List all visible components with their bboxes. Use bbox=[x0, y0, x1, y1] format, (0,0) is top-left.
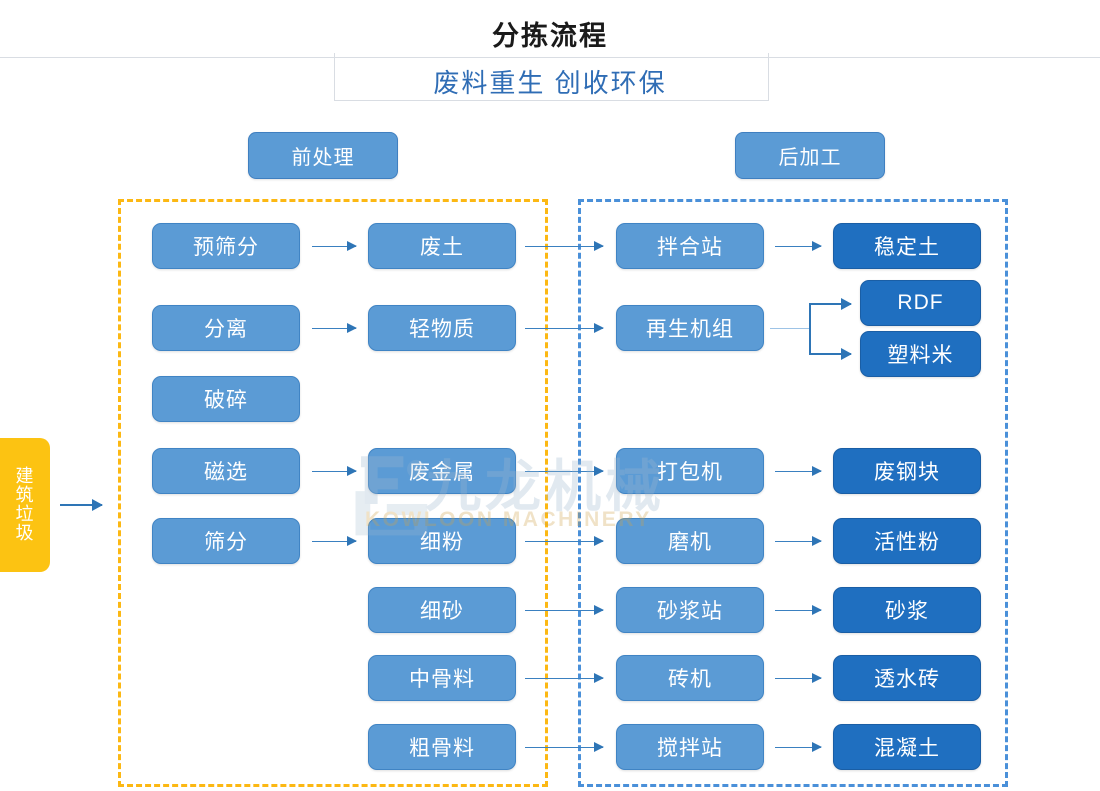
node-label: 再生机组 bbox=[646, 318, 734, 341]
node-mill[interactable]: 磨机 bbox=[616, 518, 764, 564]
arrow-separation-to-light-material bbox=[312, 323, 357, 333]
node-mortar[interactable]: 砂浆 bbox=[833, 587, 981, 633]
node-label: 分离 bbox=[204, 318, 248, 341]
arrow-mixing-station-to-stabilized-soil bbox=[775, 241, 822, 251]
node-label: 磨机 bbox=[668, 531, 712, 554]
arrow-recycling-unit-to-rdf bbox=[809, 298, 852, 310]
node-label: 废土 bbox=[420, 236, 464, 259]
arrow-fine-sand-to-mortar-station bbox=[525, 605, 604, 615]
page-subtitle: 废料重生 创收环保 bbox=[0, 63, 1100, 100]
arrow-light-material-to-recycling-unit bbox=[525, 323, 604, 333]
page-subtitle-text: 废料重生 创收环保 bbox=[419, 68, 681, 98]
stage-label-post-processing[interactable]: 后加工 bbox=[735, 132, 885, 179]
page-title: 分拣流程 bbox=[0, 14, 1100, 53]
arrow-recycling-unit-to-plastic-pellet bbox=[809, 348, 852, 360]
node-label: 拌合站 bbox=[657, 236, 723, 259]
node-label: 细粉 bbox=[420, 531, 464, 554]
node-label: RDF bbox=[897, 291, 944, 314]
node-rdf[interactable]: RDF bbox=[860, 280, 981, 326]
stage-label-pre-processing[interactable]: 前处理 bbox=[248, 132, 398, 179]
node-brick-machine[interactable]: 砖机 bbox=[616, 655, 764, 701]
node-label: 磁选 bbox=[204, 461, 248, 484]
arrow-baler-to-scrap-steel-block bbox=[775, 466, 822, 476]
arrow-mixing-plant-to-concrete bbox=[775, 742, 822, 752]
node-plastic-pellet[interactable]: 塑料米 bbox=[860, 331, 981, 377]
node-permeable-brick[interactable]: 透水砖 bbox=[833, 655, 981, 701]
node-label: 废钢块 bbox=[874, 461, 940, 484]
node-label: 预筛分 bbox=[193, 236, 259, 259]
node-label: 中骨料 bbox=[409, 668, 475, 691]
fork-vertical-recycling-unit bbox=[809, 303, 811, 353]
node-pre-screening[interactable]: 预筛分 bbox=[152, 223, 300, 269]
node-label: 活性粉 bbox=[874, 531, 940, 554]
node-separation[interactable]: 分离 bbox=[152, 305, 300, 351]
node-fine-powder[interactable]: 细粉 bbox=[368, 518, 516, 564]
node-label: 砖机 bbox=[668, 668, 712, 691]
node-medium-aggregate[interactable]: 中骨料 bbox=[368, 655, 516, 701]
node-screening[interactable]: 筛分 bbox=[152, 518, 300, 564]
input-node-label: 建筑垃圾 bbox=[15, 465, 35, 544]
node-scrap-steel-block[interactable]: 废钢块 bbox=[833, 448, 981, 494]
node-magnetic-separation[interactable]: 磁选 bbox=[152, 448, 300, 494]
region-boundary-pre-processing bbox=[118, 199, 548, 787]
arrow-waste-soil-to-mixing-station bbox=[525, 241, 604, 251]
input-node-construction-waste[interactable]: 建筑垃圾 bbox=[0, 438, 50, 572]
node-coarse-aggregate[interactable]: 粗骨料 bbox=[368, 724, 516, 770]
node-mortar-station[interactable]: 砂浆站 bbox=[616, 587, 764, 633]
arrow-scrap-metal-to-baler bbox=[525, 466, 604, 476]
node-label: 筛分 bbox=[204, 531, 248, 554]
node-scrap-metal[interactable]: 废金属 bbox=[368, 448, 516, 494]
node-label: 塑料米 bbox=[887, 344, 954, 367]
node-label: 搅拌站 bbox=[657, 737, 723, 760]
stage-label-post-text: 后加工 bbox=[778, 147, 842, 169]
node-mixing-station[interactable]: 拌合站 bbox=[616, 223, 764, 269]
node-label: 细砂 bbox=[420, 600, 464, 623]
arrow-pre-screening-to-waste-soil bbox=[312, 241, 357, 251]
arrow-fine-powder-to-mill bbox=[525, 536, 604, 546]
node-active-powder[interactable]: 活性粉 bbox=[833, 518, 981, 564]
arrow-coarse-aggregate-to-mixing-plant bbox=[525, 742, 604, 752]
node-concrete-mixing-plant[interactable]: 搅拌站 bbox=[616, 724, 764, 770]
node-label: 砂浆 bbox=[885, 600, 929, 623]
node-label: 废金属 bbox=[409, 461, 475, 484]
node-label: 混凝土 bbox=[874, 737, 940, 760]
node-recycling-unit[interactable]: 再生机组 bbox=[616, 305, 764, 351]
fork-stem-recycling-unit bbox=[770, 328, 810, 329]
node-label: 打包机 bbox=[657, 461, 723, 484]
page-title-text: 分拣流程 bbox=[476, 21, 624, 51]
node-stabilized-soil[interactable]: 稳定土 bbox=[833, 223, 981, 269]
node-concrete[interactable]: 混凝土 bbox=[833, 724, 981, 770]
region-boundary-post-processing bbox=[578, 199, 1008, 787]
arrow-input-to-pre-region bbox=[60, 499, 103, 511]
arrow-mortar-station-to-mortar bbox=[775, 605, 822, 615]
arrow-screening-to-fine-powder bbox=[312, 536, 357, 546]
node-label: 透水砖 bbox=[874, 668, 940, 691]
stage-label-pre-text: 前处理 bbox=[291, 147, 355, 169]
node-crushing[interactable]: 破碎 bbox=[152, 376, 300, 422]
node-light-material[interactable]: 轻物质 bbox=[368, 305, 516, 351]
node-label: 粗骨料 bbox=[409, 737, 475, 760]
node-fine-sand[interactable]: 细砂 bbox=[368, 587, 516, 633]
header-rule bbox=[0, 57, 1100, 58]
node-label: 轻物质 bbox=[409, 318, 475, 341]
node-label: 破碎 bbox=[204, 389, 248, 412]
node-label: 砂浆站 bbox=[657, 600, 723, 623]
arrow-magnetic-to-scrap-metal bbox=[312, 466, 357, 476]
arrow-brick-machine-to-permeable-brick bbox=[775, 673, 822, 683]
node-label: 稳定土 bbox=[874, 236, 940, 259]
arrow-medium-aggregate-to-brick-machine bbox=[525, 673, 604, 683]
node-waste-soil[interactable]: 废土 bbox=[368, 223, 516, 269]
node-baler[interactable]: 打包机 bbox=[616, 448, 764, 494]
arrow-mill-to-active-powder bbox=[775, 536, 822, 546]
